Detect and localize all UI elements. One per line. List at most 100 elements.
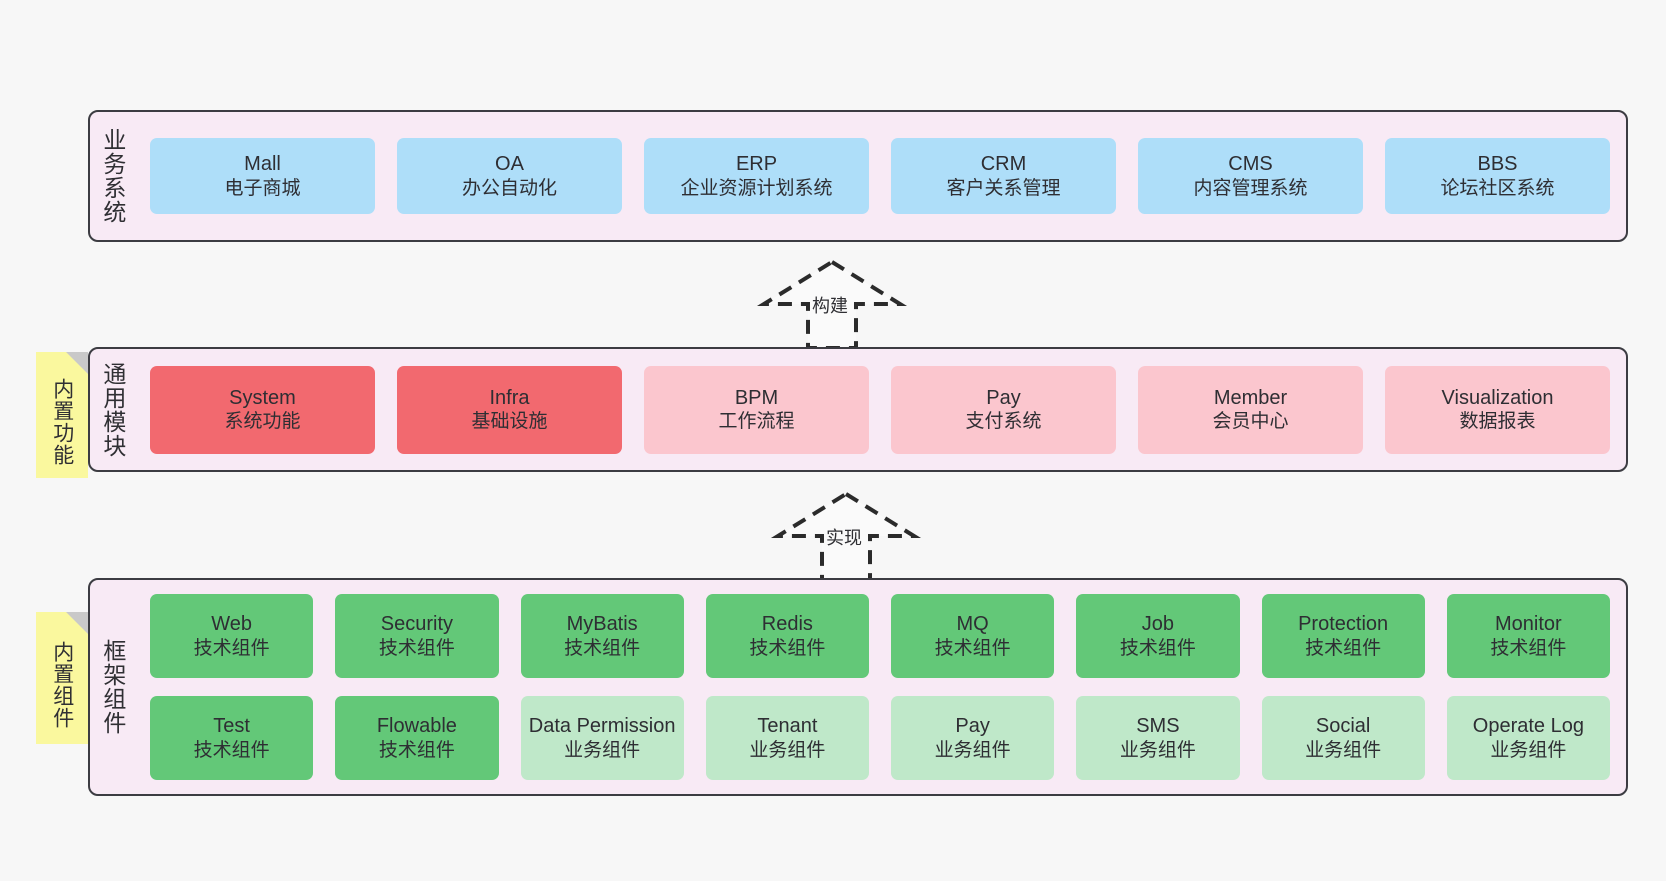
card-subtitle: 技术组件 (1305, 637, 1382, 659)
card-title: BBS (1477, 153, 1518, 176)
card-pay-component[interactable]: Pay 业务组件 (891, 696, 1055, 780)
card-title: Security (380, 613, 453, 636)
card-sms[interactable]: SMS 业务组件 (1076, 696, 1240, 780)
card-subtitle: 业务组件 (564, 739, 641, 761)
card-subtitle: 业务组件 (1490, 739, 1567, 761)
card-subtitle: 内容管理系统 (1193, 177, 1308, 199)
card-test[interactable]: Test 技术组件 (150, 696, 314, 780)
card-title: SMS (1136, 715, 1180, 738)
tag-builtin-component: 内置组件 (36, 612, 88, 744)
card-title: Visualization (1441, 386, 1554, 409)
card-monitor[interactable]: Monitor 技术组件 (1446, 594, 1610, 678)
card-title: MyBatis (566, 613, 638, 636)
card-social[interactable]: Social 业务组件 (1261, 696, 1425, 780)
card-subtitle: 技术组件 (378, 637, 455, 659)
card-mq[interactable]: MQ 技术组件 (891, 594, 1055, 678)
card-flowable[interactable]: Flowable 技术组件 (335, 696, 499, 780)
card-title: Protection (1298, 613, 1389, 636)
card-member[interactable]: Member 会员中心 (1138, 365, 1363, 454)
card-security[interactable]: Security 技术组件 (335, 594, 499, 678)
card-mybatis[interactable]: MyBatis 技术组件 (520, 594, 684, 678)
card-title: Monitor (1495, 613, 1562, 636)
card-subtitle: 业务组件 (1119, 739, 1196, 761)
band-common-modules: 通用模块 System 系统功能 Infra 基础设施 BPM 工作流程 Pay (88, 347, 1628, 472)
card-subtitle: 系统功能 (224, 411, 301, 433)
card-cms[interactable]: CMS 内容管理系统 (1138, 138, 1363, 214)
card-subtitle: 支付系统 (965, 411, 1042, 433)
card-redis[interactable]: Redis 技术组件 (705, 594, 869, 678)
band-framework-components: 框架组件 Web 技术组件 Security 技术组件 MyBatis 技术组件… (88, 578, 1628, 796)
card-pay-module[interactable]: Pay 支付系统 (891, 365, 1116, 454)
card-subtitle: 企业资源计划系统 (680, 177, 833, 199)
card-protection[interactable]: Protection 技术组件 (1261, 594, 1425, 678)
card-system[interactable]: System 系统功能 (150, 365, 375, 454)
card-crm[interactable]: CRM 客户关系管理 (891, 138, 1116, 214)
card-title: Test (213, 715, 250, 738)
card-bbs[interactable]: BBS 论坛社区系统 (1385, 138, 1610, 214)
card-bpm[interactable]: BPM 工作流程 (644, 365, 869, 454)
folded-corner-icon (66, 352, 88, 374)
card-subtitle: 业务组件 (934, 739, 1011, 761)
card-subtitle: 技术组件 (564, 637, 641, 659)
card-title: Social (1315, 715, 1371, 738)
tag-label: 内置功能 (50, 378, 74, 466)
card-title: Flowable (376, 715, 457, 738)
card-subtitle: 技术组件 (1119, 637, 1196, 659)
band-framework-row-1: Web 技术组件 Security 技术组件 MyBatis 技术组件 Redi… (150, 594, 1610, 678)
card-subtitle: 会员中心 (1212, 411, 1289, 433)
band-label-business: 业务系统 (99, 128, 126, 224)
band-label-modules: 通用模块 (99, 361, 126, 458)
card-operate-log[interactable]: Operate Log 业务组件 (1446, 696, 1610, 780)
card-subtitle: 基础设施 (471, 411, 548, 433)
card-title: MQ (956, 613, 989, 636)
card-data-permission[interactable]: Data Permission 业务组件 (520, 696, 684, 780)
tag-label: 内置组件 (50, 641, 74, 729)
band-business-row-1: Mall 电子商城 OA 办公自动化 ERP 企业资源计划系统 CRM 客户关系… (150, 138, 1610, 214)
card-title: Pay (986, 386, 1021, 409)
band-framework-row-2: Test 技术组件 Flowable 技术组件 Data Permission … (150, 696, 1610, 780)
card-title: Data Permission (528, 715, 676, 738)
card-title: CRM (980, 153, 1027, 176)
band-business-system: 业务系统 Mall 电子商城 OA 办公自动化 ERP 企业资源计划系统 CRM (88, 110, 1628, 242)
card-job[interactable]: Job 技术组件 (1076, 594, 1240, 678)
card-subtitle: 业务组件 (1305, 739, 1382, 761)
card-web[interactable]: Web 技术组件 (150, 594, 314, 678)
card-subtitle: 技术组件 (193, 739, 270, 761)
card-oa[interactable]: OA 办公自动化 (397, 138, 622, 214)
card-subtitle: 客户关系管理 (946, 177, 1061, 199)
card-title: Operate Log (1472, 715, 1584, 738)
card-title: Infra (489, 386, 530, 409)
card-title: ERP (735, 153, 778, 176)
card-visualization[interactable]: Visualization 数据报表 (1385, 365, 1610, 454)
band-body-business: Mall 电子商城 OA 办公自动化 ERP 企业资源计划系统 CRM 客户关系… (134, 112, 1626, 240)
card-subtitle: 业务组件 (749, 739, 826, 761)
folded-corner-icon (66, 612, 88, 634)
card-title: Tenant (757, 715, 818, 738)
card-subtitle: 技术组件 (1490, 637, 1567, 659)
card-infra[interactable]: Infra 基础设施 (397, 365, 622, 454)
card-title: CMS (1228, 153, 1273, 176)
card-title: Pay (955, 715, 990, 738)
connector-implement-label: 实现 (826, 528, 862, 548)
band-body-framework: Web 技术组件 Security 技术组件 MyBatis 技术组件 Redi… (134, 580, 1626, 794)
card-title: Mall (244, 153, 281, 176)
card-subtitle: 论坛社区系统 (1440, 177, 1555, 199)
band-body-modules: System 系统功能 Infra 基础设施 BPM 工作流程 Pay 支付系统… (134, 349, 1626, 470)
card-title: Member (1213, 386, 1288, 409)
card-title: Web (211, 613, 252, 636)
card-title: Redis (761, 613, 813, 636)
tag-builtin-function: 内置功能 (36, 352, 88, 478)
card-subtitle: 工作流程 (718, 411, 795, 433)
connector-build-label: 构建 (812, 296, 848, 316)
card-subtitle: 技术组件 (193, 637, 270, 659)
card-subtitle: 技术组件 (934, 637, 1011, 659)
card-tenant[interactable]: Tenant 业务组件 (705, 696, 869, 780)
card-subtitle: 办公自动化 (461, 177, 557, 199)
card-title: OA (495, 153, 524, 176)
card-erp[interactable]: ERP 企业资源计划系统 (644, 138, 869, 214)
card-title: BPM (734, 386, 779, 409)
card-subtitle: 数据报表 (1459, 411, 1536, 433)
card-title: System (229, 386, 296, 409)
card-mall[interactable]: Mall 电子商城 (150, 138, 375, 214)
